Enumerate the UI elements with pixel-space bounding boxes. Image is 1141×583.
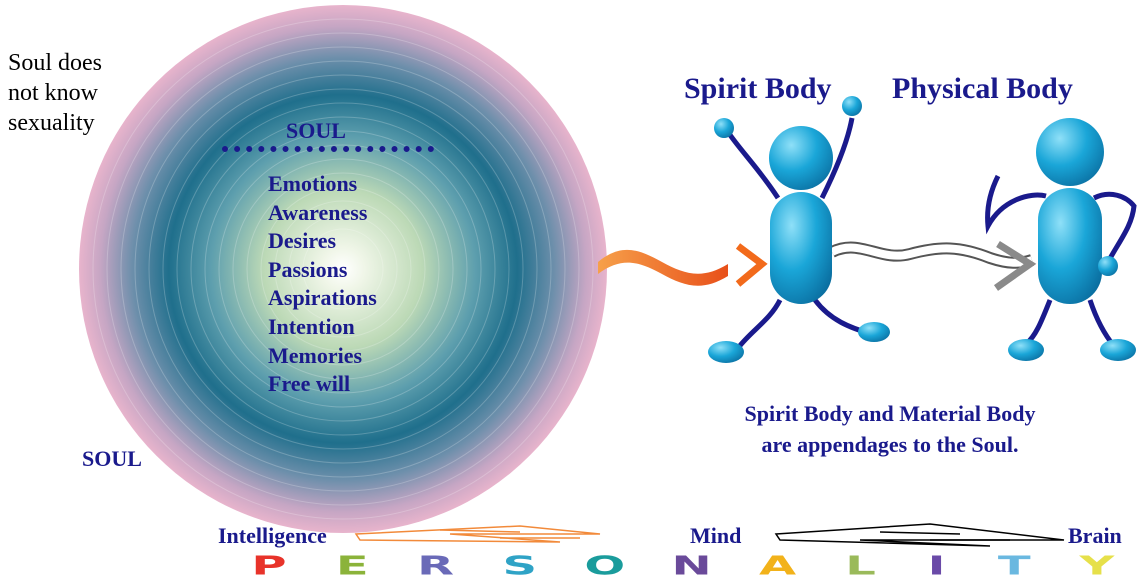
appendages-caption: Spirit Body and Material Body are append… [640,398,1140,460]
caption-line-2: are appendages to the Soul. [761,432,1019,457]
personality-letter: R [416,551,454,582]
physical-body-title: Physical Body [892,72,1073,105]
note-line-2: not know [8,80,98,106]
quality-item: Aspirations [268,285,377,311]
personality-letter: I [927,551,946,582]
mind-brain-connector [774,523,1065,547]
personality-letter: Y [1079,551,1115,582]
quality-item: Desires [268,228,337,254]
mind-label: Mind [690,523,742,548]
dotted-divider [222,146,434,158]
personality-letter: S [502,551,537,582]
soul-sexuality-note: Soul does not know sexuality [8,48,148,138]
personality-word: P E R S O N A L I T Y [251,550,1114,583]
physical-body-figure [985,118,1137,361]
soul-label-bottom: SOUL [82,446,142,471]
personality-letter: A [758,551,796,582]
personality-letter: L [844,551,876,582]
quality-item: Memories [268,342,363,368]
personality-letter: E [335,551,369,582]
note-line-3: sexuality [8,110,95,136]
note-line-1: Soul does [8,50,103,76]
intelligence-label: Intelligence [218,523,327,548]
spirit-body-title: Spirit Body [684,72,832,105]
gray-wave-arrow [829,241,1037,291]
personality-letter: T [997,551,1031,582]
personality-letter: P [251,551,287,582]
soul-circle [79,5,607,533]
personality-letter: O [584,551,625,582]
brain-label: Brain [1068,523,1122,548]
quality-item: Intention [268,313,355,339]
spirit-body-figure [708,96,890,363]
intelligence-mind-connector [354,525,601,543]
quality-item: Passions [268,256,348,282]
personality-letter: N [671,551,712,582]
quality-item: Emotions [268,171,358,196]
caption-line-1: Spirit Body and Material Body [744,401,1036,426]
quality-item: Free will [268,371,351,397]
soul-qualities-list: Emotions Awareness Desires Passions Aspi… [268,170,377,399]
quality-item: Awareness [268,199,368,225]
soul-label-top: SOUL [286,118,346,143]
orange-wave-arrow [598,243,768,287]
